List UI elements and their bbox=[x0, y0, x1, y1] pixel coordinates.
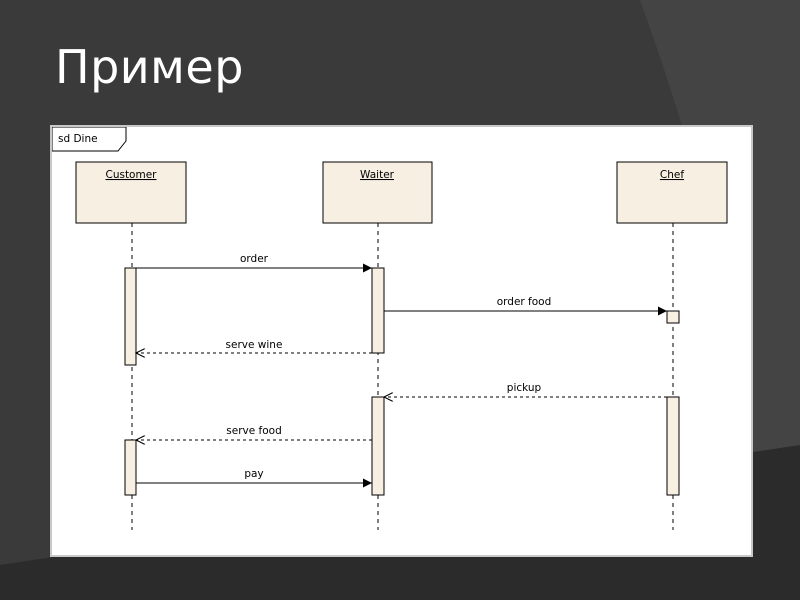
activation-chef-1 bbox=[666, 310, 680, 324]
message-serve-food: serve food bbox=[136, 425, 372, 440]
lifeline-head-customer bbox=[75, 161, 187, 224]
sequence-diagram: sd Dine Customer Waiter Chef order bbox=[50, 125, 753, 557]
lifeline-head-chef bbox=[616, 161, 728, 224]
message-pickup-label: pickup bbox=[507, 382, 542, 394]
lifeline-label-customer: Customer bbox=[105, 169, 157, 181]
lifeline-chef: Chef bbox=[616, 161, 728, 530]
message-pay: pay bbox=[136, 468, 372, 488]
background-swoosh bbox=[640, 0, 800, 600]
message-order-label: order bbox=[240, 253, 269, 265]
message-order-food-label: order food bbox=[497, 296, 552, 308]
message-order-food: order food bbox=[384, 296, 667, 316]
frame-label-text: sd Dine bbox=[58, 133, 98, 145]
activation-customer-1 bbox=[124, 267, 137, 366]
frame-label-tab bbox=[52, 127, 127, 152]
frame-label: sd Dine bbox=[52, 127, 127, 152]
message-pickup: pickup bbox=[384, 382, 667, 397]
activation-customer-2 bbox=[124, 439, 137, 496]
message-serve-wine-label: serve wine bbox=[226, 339, 283, 351]
message-serve-wine: serve wine bbox=[136, 339, 372, 353]
message-serve-food-label: serve food bbox=[226, 425, 281, 437]
activation-waiter-2 bbox=[371, 396, 385, 496]
lifeline-label-waiter: Waiter bbox=[360, 169, 395, 181]
sequence-diagram-canvas: sd Dine Customer Waiter Chef order bbox=[52, 127, 728, 530]
message-order: order bbox=[136, 253, 372, 273]
lifeline-head-waiter bbox=[322, 161, 433, 224]
message-pay-label: pay bbox=[244, 468, 263, 480]
lifeline-label-chef: Chef bbox=[660, 169, 684, 181]
slide-title: Пример bbox=[55, 40, 244, 94]
lifeline-waiter: Waiter bbox=[322, 161, 433, 530]
activation-chef-2 bbox=[666, 396, 680, 496]
activation-waiter-1 bbox=[371, 267, 385, 354]
